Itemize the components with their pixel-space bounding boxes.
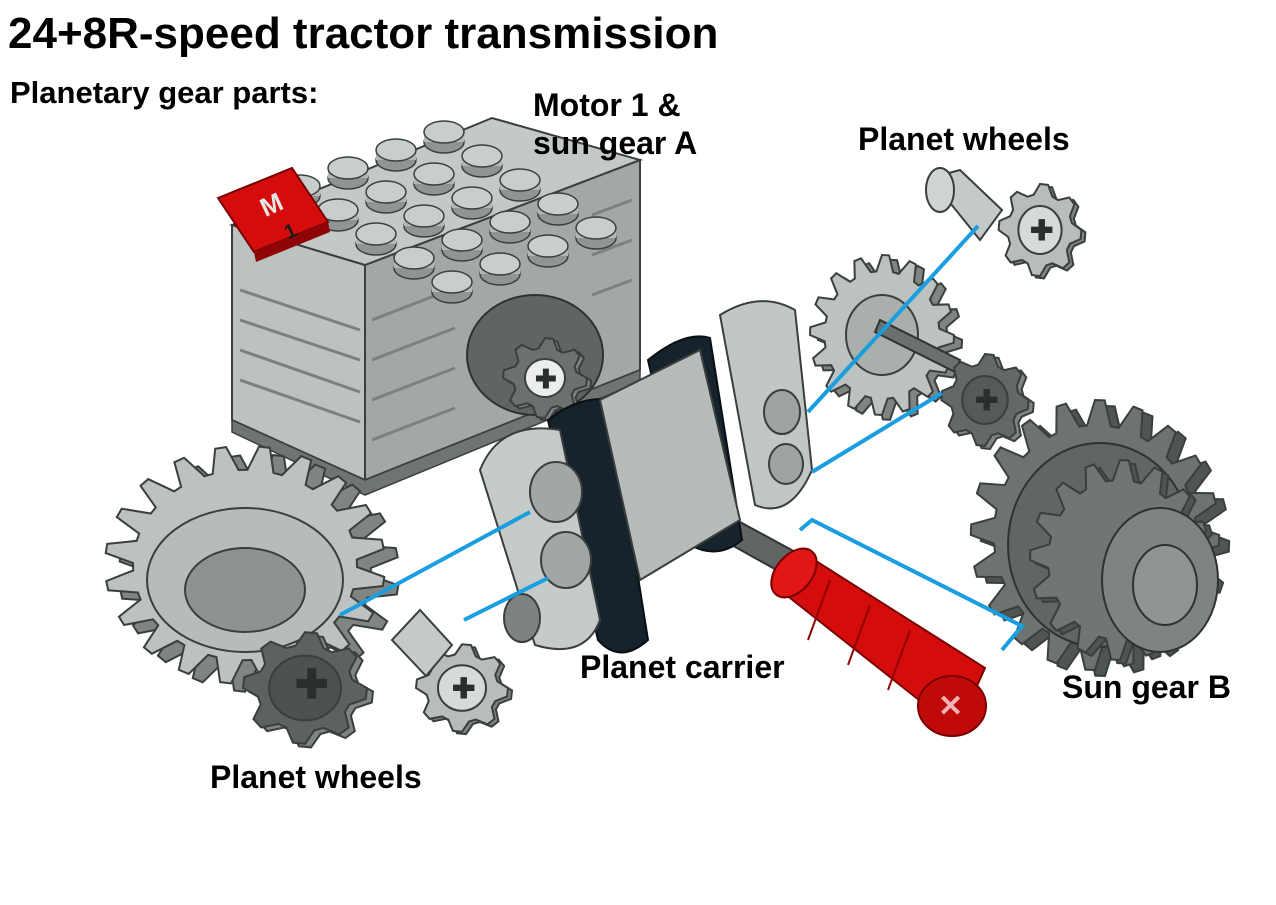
planet-wheel-pin-top: ✚ [925, 167, 1087, 280]
planet-wheel-large [104, 445, 400, 693]
sun-gear-b-part [969, 398, 1231, 678]
motor-base [231, 368, 641, 496]
motor-1: ✚ M 1 [216, 116, 644, 496]
label-planet-carrier: Planet carrier [580, 649, 785, 685]
svg-text:✕: ✕ [938, 690, 963, 723]
planet-wheel-small-left: ✚ [241, 631, 375, 749]
diagram-subtitle: Planetary gear parts: [10, 75, 319, 110]
planet-carrier: ✕ [478, 300, 987, 737]
label-motor-line1: Motor 1 & [533, 87, 681, 123]
svg-text:✚: ✚ [975, 385, 998, 416]
carrier-red-joiner: ✕ [770, 547, 987, 737]
label-planet-wheels-top: Planet wheels [858, 121, 1070, 157]
label-motor-sun-gear-a: Motor 1 & sun gear A [533, 86, 697, 162]
sun-gear-a: ✚ [501, 337, 593, 422]
leader-pw-top-2 [810, 391, 944, 474]
planet-wheel-small-mid: ✚ [940, 352, 1035, 451]
leader-pw-bot-1 [339, 510, 531, 617]
label-sun-gear-b: Sun gear B [1062, 669, 1231, 705]
svg-text:✚: ✚ [1030, 215, 1053, 246]
label-motor-line2: sun gear A [533, 125, 698, 161]
planet-wheel-upper-right [808, 253, 964, 421]
diagram-title: 24+8R-speed tractor transmission [8, 9, 719, 58]
leader-lines [339, 224, 1026, 652]
leader-pw-bot-2 [463, 576, 549, 622]
leader-pw-top-1 [806, 224, 980, 414]
leader-sun-b [798, 517, 1026, 652]
svg-text:✚: ✚ [535, 364, 557, 394]
planet-wheel-pin: ✚ [390, 608, 514, 736]
svg-text:✚: ✚ [295, 663, 329, 707]
motor-badge: M 1 [216, 166, 330, 262]
svg-text:✚: ✚ [452, 673, 475, 704]
label-planet-wheels-bottom: Planet wheels [210, 759, 422, 795]
